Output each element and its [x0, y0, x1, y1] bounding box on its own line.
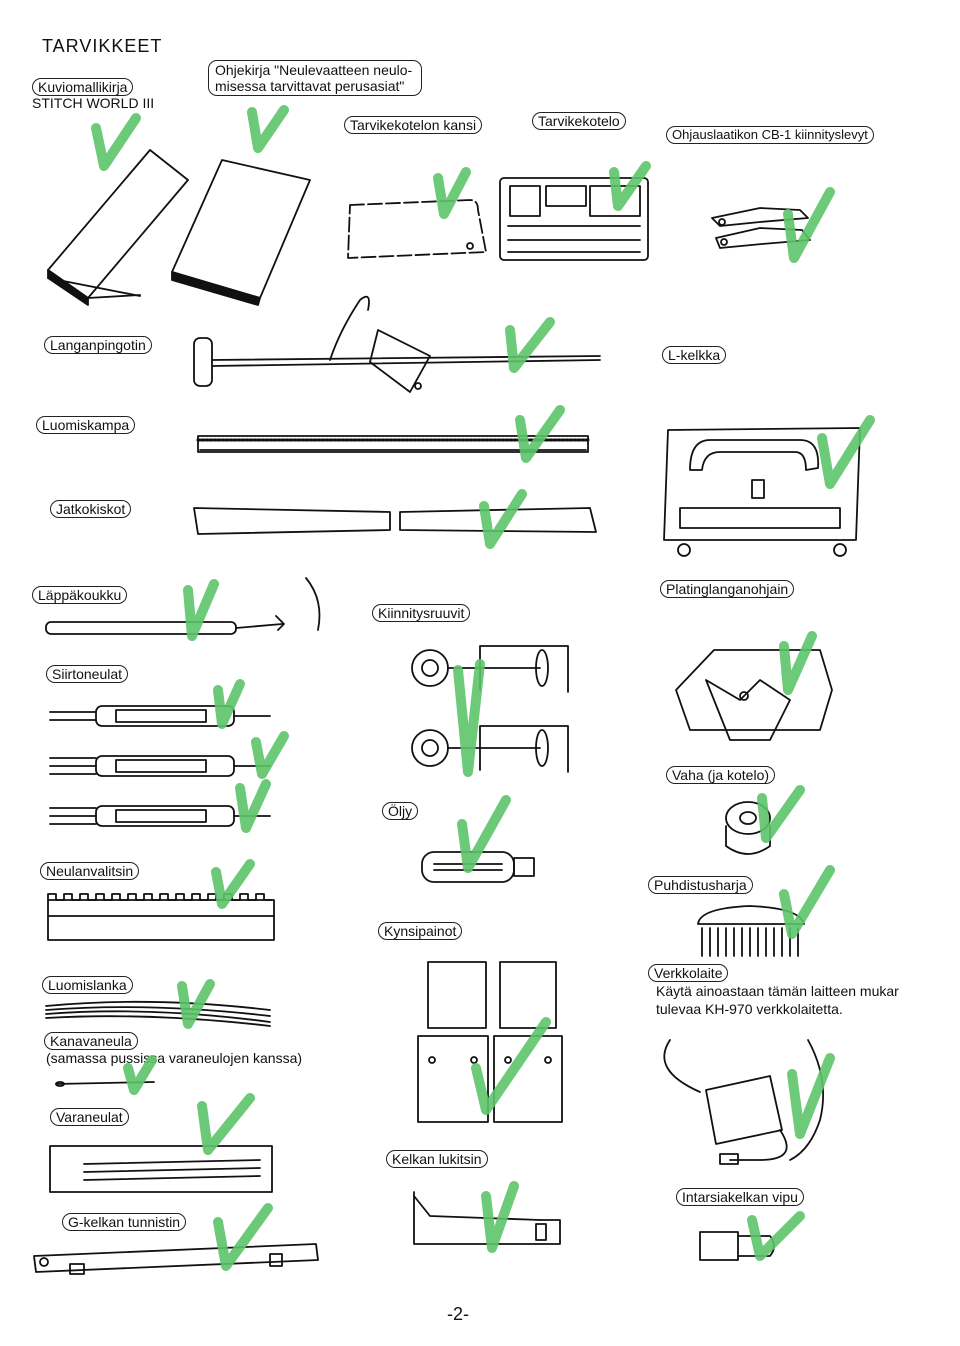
book-ohjekirja-illustration — [171, 159, 311, 306]
ohjekirja-line-2: misessa tarvittavat perusasiat" — [215, 78, 405, 94]
book-stitch-world-illustration — [47, 149, 189, 306]
label-kiinnitysruuvit: Kiinnitysruuvit — [372, 604, 471, 622]
label-ohjauslaatikon: Ohjauslaatikon CB-1 kiinnityslevyt — [666, 126, 874, 144]
check-icon — [213, 679, 245, 729]
check-icon — [757, 785, 805, 843]
wax-illustration — [725, 801, 771, 855]
check-icon — [779, 631, 817, 695]
label-luomiskampa: Luomiskampa — [36, 416, 136, 434]
check-icon — [251, 731, 289, 779]
label-g-kelkan-tunnistin: G-kelkan tunnistin — [62, 1213, 187, 1231]
check-icon — [747, 1211, 805, 1261]
kanavaneula-note: (samassa pussissa varaneulojen kanssa) — [46, 1050, 303, 1066]
label-varaneulat: Varaneulat — [50, 1108, 129, 1126]
cast-on-cord-illustration — [45, 1000, 271, 1027]
yarn-tension-unit-illustration — [193, 295, 601, 393]
label-kynsipainot: Kynsipainot — [378, 922, 463, 940]
check-icon — [779, 865, 835, 939]
check-icon — [247, 105, 289, 153]
label-stitch-world: STITCH WORLD III — [32, 95, 155, 111]
check-icon — [123, 1055, 157, 1095]
label-jatkokiskot: Jatkokiskot — [50, 500, 132, 518]
check-icon — [433, 167, 471, 219]
label-tarvikekotelon-kansi: Tarvikekotelon kansi — [344, 116, 483, 134]
plating-yarn-guide-illustration — [675, 649, 833, 741]
check-icon — [213, 1203, 273, 1271]
label-verkkolaite: Verkkolaite — [648, 964, 729, 982]
check-icon — [609, 161, 651, 211]
check-icon — [515, 405, 565, 463]
extension-rails-illustration — [193, 507, 597, 535]
check-icon — [783, 187, 835, 263]
label-kelkan-lukitsin: Kelkan lukitsin — [386, 1150, 488, 1168]
ohjekirja-line-1: Ohjekirja "Neulevaatteen neulo- — [215, 62, 413, 78]
check-icon — [211, 859, 255, 909]
transfer-tools-illustration — [49, 705, 271, 827]
check-icon — [235, 779, 271, 833]
label-vaha: Vaha (ja kotelo) — [666, 766, 776, 784]
check-icon — [457, 795, 511, 873]
verkkolaite-note-1: Käytä ainoastaan tämän laitteen mukar — [656, 983, 899, 999]
l-carriage-illustration — [663, 427, 861, 557]
table-clamps-illustration — [411, 645, 569, 773]
label-kuviomallikirja: Kuviomallikirja — [32, 78, 134, 96]
check-icon — [481, 1181, 519, 1253]
label-lappakoukku: Läppäkoukku — [32, 586, 128, 604]
page-title: TARVIKKEET — [42, 36, 163, 56]
spare-needles-illustration — [49, 1145, 273, 1193]
check-icon — [505, 317, 555, 373]
case-lid-illustration — [347, 199, 487, 259]
check-icon — [177, 979, 215, 1029]
label-intarsiakelkan-vipu: Intarsiakelkan vipu — [676, 1188, 804, 1206]
label-l-kelkka: L-kelkka — [662, 346, 727, 364]
check-icon — [479, 489, 527, 549]
label-puhdistusharja: Puhdistusharja — [648, 876, 753, 894]
verkkolaite-note-2: tulevaa KH-970 verkkolaitetta. — [656, 1001, 843, 1017]
page-number: -2- — [447, 1304, 469, 1324]
label-ohjekirja: Ohjekirja "Neulevaatteen neulo- misessa … — [208, 60, 422, 96]
label-tarvikekotelo: Tarvikekotelo — [532, 112, 626, 130]
check-icon — [471, 1017, 551, 1115]
check-icon — [787, 1053, 835, 1139]
check-icon — [453, 659, 485, 777]
latch-tool-illustration — [45, 577, 321, 635]
check-icon — [817, 415, 875, 489]
label-platinglanganohjain: Platinglanganohjain — [660, 580, 795, 598]
check-icon — [183, 579, 219, 641]
label-neulanvalitsin: Neulanvalitsin — [40, 862, 140, 880]
accessory-case-illustration — [499, 177, 649, 261]
label-langanpingotin: Langanpingotin — [44, 336, 152, 354]
power-adapter-illustration — [663, 1039, 825, 1165]
label-luomislanka: Luomislanka — [42, 976, 133, 994]
label-oljy: Öljy — [382, 802, 419, 820]
label-kanavaneula: Kanavaneula — [44, 1032, 138, 1050]
check-icon — [197, 1093, 255, 1155]
label-siirtoneulat: Siirtoneulat — [46, 665, 129, 683]
mounting-plates-illustration — [711, 207, 811, 249]
check-icon — [91, 113, 141, 171]
